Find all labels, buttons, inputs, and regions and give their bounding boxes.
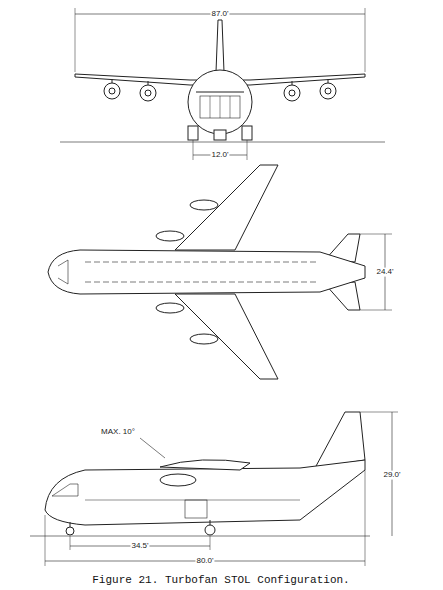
- drawing-stroke: [156, 231, 184, 241]
- drawing-stroke: [247, 140, 248, 160]
- drawing-stroke: [190, 334, 218, 344]
- dimension-label: 80.0': [195, 557, 214, 566]
- drawing-stroke: [145, 90, 151, 96]
- drawing-stroke: [140, 438, 165, 458]
- drawing-stroke: [58, 260, 68, 284]
- drawing-stroke: [75, 8, 76, 72]
- drawing-stroke: [104, 83, 120, 99]
- drawing-stroke: [220, 96, 221, 118]
- drawing-stroke: [190, 200, 218, 210]
- drawing-stroke: [284, 85, 300, 101]
- drawing-stroke: [160, 474, 196, 486]
- drawing-stroke: [216, 20, 224, 72]
- drawing-stroke: [109, 88, 115, 94]
- drawing-stroke: [60, 142, 385, 143]
- drawing-stroke: [30, 536, 370, 537]
- drawing-stroke: [52, 484, 78, 496]
- drawing-stroke: [140, 85, 156, 101]
- drawing-stroke: [214, 130, 226, 140]
- drawing-stroke: [45, 460, 365, 525]
- drawing-stroke: [160, 460, 250, 470]
- drawing-stroke: [175, 294, 278, 379]
- drawing-stroke: [48, 250, 365, 294]
- drawing-stroke: [196, 92, 244, 93]
- drawing-stroke: [242, 126, 252, 140]
- dimension-label: 29.0': [382, 471, 401, 480]
- drawing-stroke: [320, 83, 336, 99]
- drawing-stroke: [289, 90, 295, 96]
- dimension-label: 87.0': [210, 10, 229, 19]
- drawing-stroke: [325, 88, 331, 94]
- drawing-stroke: [365, 470, 366, 566]
- drawing-stroke: [45, 515, 46, 566]
- drawing-stroke: [230, 96, 231, 118]
- drawing-stroke: [70, 536, 71, 550]
- drawing-stroke: [210, 96, 211, 118]
- angle-note: MAX. 10°: [100, 428, 136, 437]
- drawing-stroke: [205, 525, 215, 535]
- side-view: [30, 412, 398, 566]
- drawing-stroke: [185, 500, 207, 518]
- drawing-stroke: [85, 262, 318, 263]
- drawing-stroke: [66, 527, 74, 535]
- drawing-stroke: [360, 412, 398, 413]
- drawing-stroke: [188, 70, 252, 134]
- drawing-stroke: [365, 8, 366, 72]
- drawing-stroke: [85, 282, 318, 283]
- dimension-label: 24.4': [375, 268, 394, 277]
- front-view: [60, 8, 385, 160]
- drawing-stroke: [200, 96, 240, 118]
- drawing-stroke: [193, 140, 194, 160]
- drawing-stroke: [175, 165, 278, 250]
- drawing-stroke: [156, 303, 184, 313]
- dimension-label: 34.5': [130, 542, 149, 551]
- figure-caption: Figure 21. Turbofan STOL Configuration.: [92, 574, 349, 586]
- drawing-stroke: [360, 310, 392, 311]
- top-view: [48, 165, 392, 379]
- drawing-stroke: [315, 412, 365, 468]
- drawing-stroke: [360, 234, 392, 235]
- drawing-stroke: [188, 126, 198, 140]
- drawing-stroke: [210, 536, 211, 550]
- dimension-label: 12.0': [210, 151, 229, 160]
